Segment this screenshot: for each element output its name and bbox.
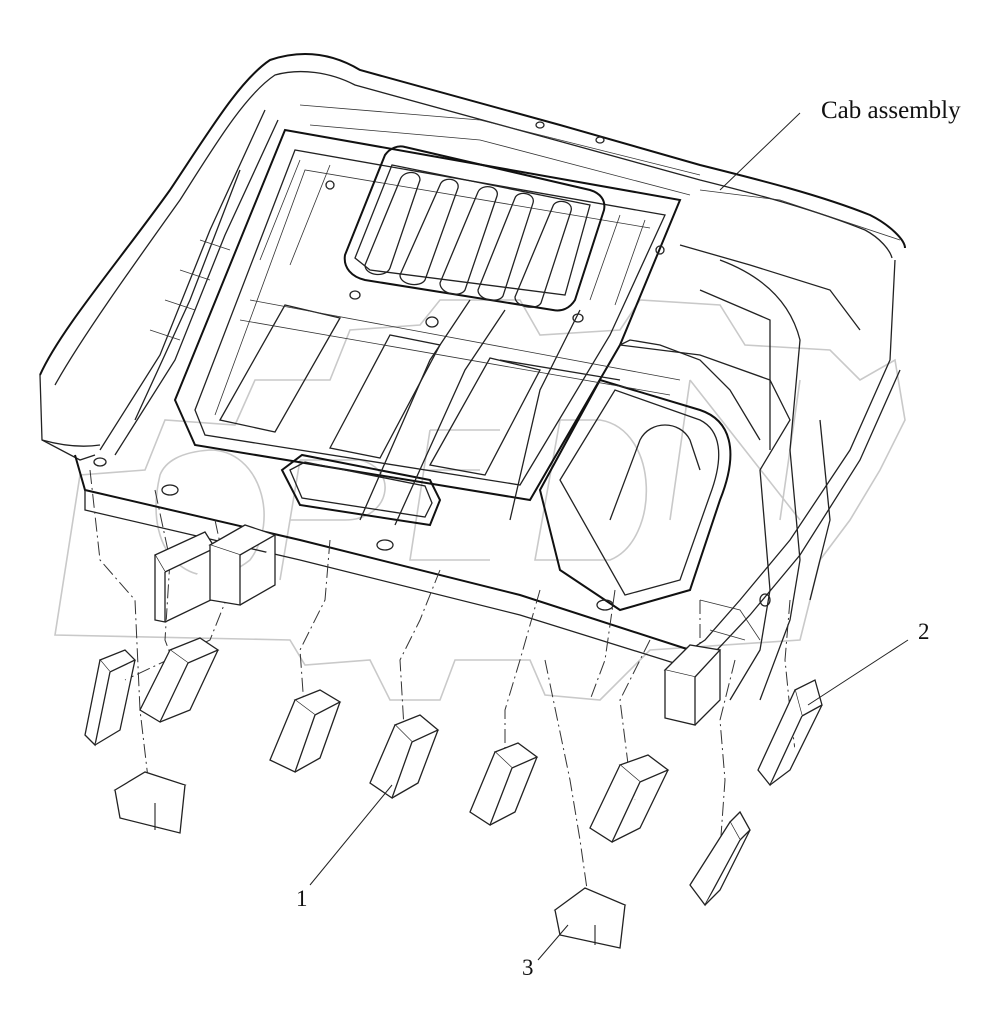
pad-block-part-2 — [757, 679, 823, 787]
pad-block — [663, 644, 722, 726]
part-1-label: 1 — [296, 886, 308, 911]
pad-block — [84, 649, 137, 747]
part-3-label: 3 — [522, 955, 534, 980]
leader-part-1 — [309, 784, 393, 886]
pad-block — [113, 771, 187, 834]
pad-block-part-3 — [553, 887, 627, 949]
pad-block — [139, 637, 220, 723]
part-2-label: 2 — [918, 619, 930, 644]
pad-block — [269, 689, 342, 773]
leader-lines — [309, 112, 909, 961]
leader-part-2 — [807, 639, 909, 706]
pad-block — [369, 714, 440, 800]
cab-assembly-label: Cab assembly — [821, 97, 961, 124]
leader-part-3 — [537, 924, 569, 961]
pad-block — [208, 524, 277, 606]
pad-block — [589, 754, 670, 843]
watermark — [54, 299, 906, 701]
pad-block — [154, 531, 216, 623]
pad-block — [689, 810, 751, 907]
cab-assembly — [39, 53, 906, 701]
pad-blocks — [84, 524, 823, 949]
leader-cab-assembly — [719, 112, 801, 191]
pad-block — [469, 742, 539, 826]
